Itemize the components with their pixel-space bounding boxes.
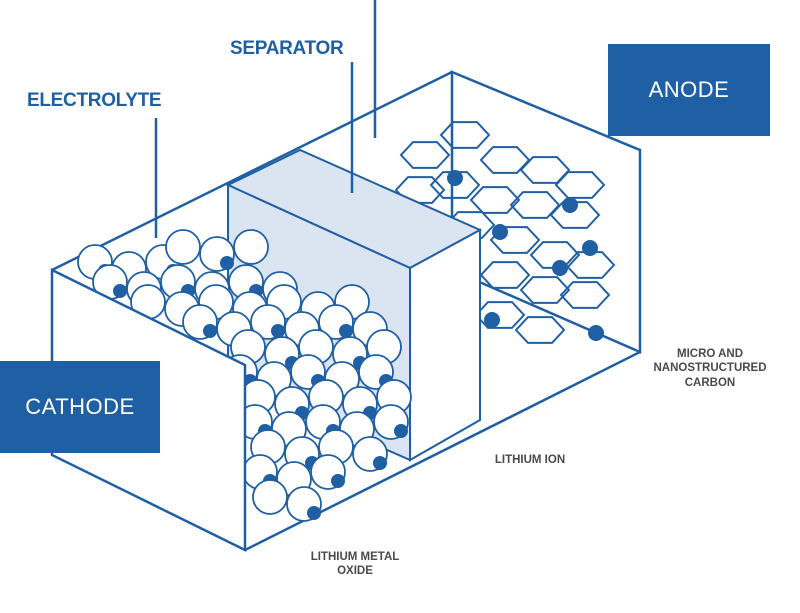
- carbon-lattice: [394, 121, 616, 344]
- carbon-hexagon: [519, 276, 571, 304]
- lithium-ion-dot: [492, 224, 508, 240]
- lithium-ion-dot: [582, 240, 598, 256]
- lithium-ion-dot: [339, 324, 353, 338]
- carbon-hexagon: [549, 201, 601, 229]
- lithium-ion-label: LITHIUM ION: [494, 454, 566, 466]
- carbon-hexagon: [394, 176, 446, 204]
- carbon-hexagon: [514, 316, 566, 344]
- carbon-hexagon: [509, 191, 561, 219]
- lithium-ion-dot: [562, 197, 578, 213]
- carbon-hexagon: [469, 186, 521, 214]
- lithium-metal-oxide-label: LITHIUM METAL OXIDE: [310, 551, 400, 578]
- carbon-hexagon: [554, 171, 606, 199]
- carbon-hexagon: [399, 141, 451, 169]
- electrolyte-sphere: [233, 229, 269, 265]
- electrolyte-spheres: [77, 229, 412, 522]
- lithium-ion-dot: [271, 324, 285, 338]
- electrolyte-label: ELECTROLYTE: [27, 90, 162, 111]
- lithium-ion-dot: [373, 456, 387, 470]
- carbon-hexagon: [429, 171, 481, 199]
- carbon-lithium-ions: [447, 170, 604, 341]
- electrolyte-sphere: [165, 229, 201, 265]
- carbon-hexagon: [489, 226, 541, 254]
- carbon-hexagon: [474, 301, 526, 329]
- cathode-label: CATHODE: [0, 361, 160, 453]
- separator-label: SEPARATOR: [230, 38, 344, 59]
- lithium-ion-dot: [307, 506, 321, 520]
- lithium-ion-dot: [331, 474, 345, 488]
- lithium-ion-dot: [447, 170, 463, 186]
- carbon-hexagon: [439, 121, 491, 149]
- lithium-ion-dot: [588, 325, 604, 341]
- electrolyte-sphere: [252, 479, 288, 515]
- carbon-hexagon: [479, 146, 531, 174]
- carbon-hexagon: [559, 281, 611, 309]
- lithium-ion-dot: [220, 256, 234, 270]
- lithium-ion-dot: [113, 284, 127, 298]
- lithium-ion-dot: [484, 312, 500, 328]
- carbon-label: MICRO AND NANOSTRUCTURED CARBON: [653, 348, 767, 389]
- lithium-ion-dot: [203, 324, 217, 338]
- lithium-ion-dot: [552, 260, 568, 276]
- anode-label: ANODE: [608, 44, 770, 136]
- callout-lines: [154, 0, 377, 238]
- lithium-ion-dot: [394, 424, 408, 438]
